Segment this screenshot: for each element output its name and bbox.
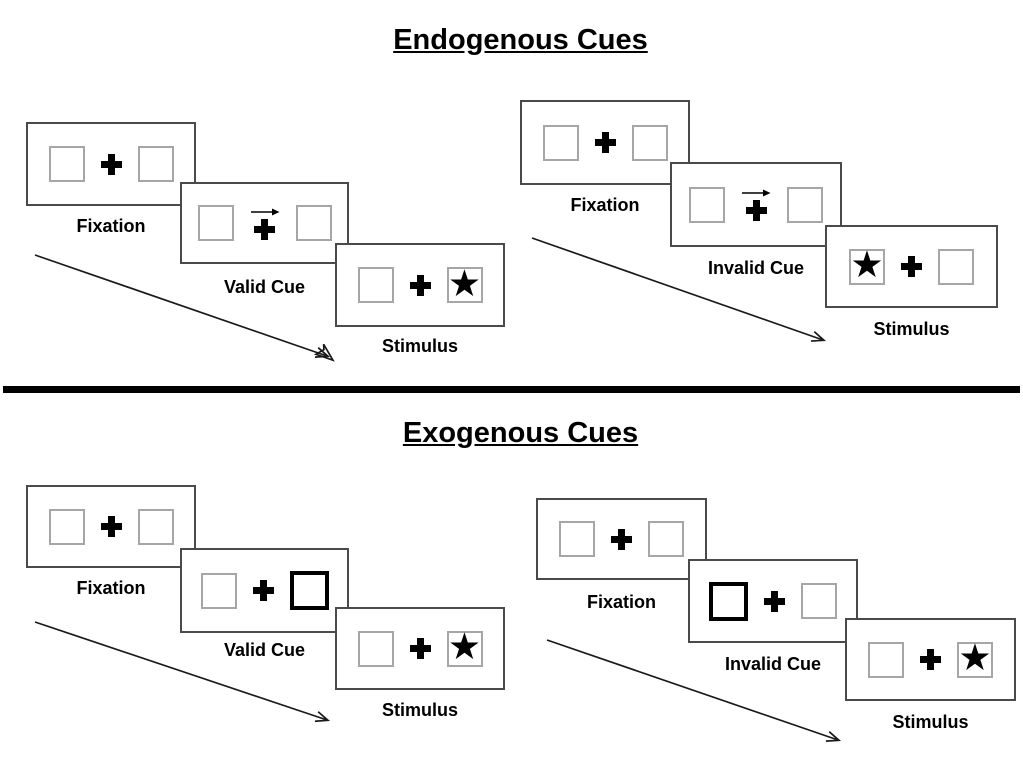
exogenous-valid-cue-panel bbox=[180, 548, 349, 633]
step-label: Fixation bbox=[76, 578, 146, 598]
endogenous-section-title: Endogenous Cues bbox=[393, 24, 648, 56]
trial-sequence-arrow bbox=[34, 254, 335, 362]
left-placeholder-box bbox=[357, 630, 394, 667]
cue-arrow-icon bbox=[250, 208, 279, 215]
step-label: Stimulus bbox=[381, 336, 458, 356]
fixation-cross-icon bbox=[920, 649, 941, 670]
right-target-box: ★ bbox=[957, 636, 993, 679]
step-label: Stimulus bbox=[873, 319, 950, 339]
endogenous-valid-fixation-panel bbox=[26, 122, 196, 206]
step-label: Valid Cue bbox=[223, 277, 306, 297]
right-target-box: ★ bbox=[446, 625, 483, 668]
fixation-cross-icon bbox=[745, 200, 767, 221]
exogenous-invalid-cue-panel bbox=[688, 559, 858, 643]
trial-sequence-arrow bbox=[531, 237, 827, 342]
fixation-cross-icon bbox=[409, 274, 431, 296]
left-placeholder-box bbox=[559, 521, 595, 557]
left-placeholder-box bbox=[200, 572, 237, 609]
step-label: Stimulus bbox=[892, 712, 969, 732]
exogenous-invalid-stimulus-panel: ★ bbox=[845, 618, 1016, 701]
fixation-cross-icon bbox=[611, 528, 632, 550]
exogenous-valid-stimulus-panel: ★ bbox=[335, 607, 505, 690]
right-placeholder-box bbox=[137, 508, 174, 545]
step-label: Fixation bbox=[570, 195, 640, 215]
right-target-box: ★ bbox=[446, 261, 483, 305]
left-placeholder-box bbox=[868, 641, 904, 678]
right-placeholder-box bbox=[648, 521, 684, 557]
right-placeholder-box bbox=[938, 248, 974, 285]
fixation-cross-icon bbox=[254, 218, 275, 240]
step-label: Fixation bbox=[76, 216, 146, 236]
step-label: Valid Cue bbox=[223, 640, 306, 660]
star-icon: ★ bbox=[958, 636, 992, 679]
left-placeholder-box bbox=[48, 146, 85, 182]
step-label: Invalid Cue bbox=[724, 654, 822, 674]
left-placeholder-box bbox=[542, 124, 579, 161]
section-divider bbox=[3, 386, 1020, 393]
right-placeholder-box bbox=[787, 186, 823, 223]
trial-sequence-arrow bbox=[34, 621, 331, 723]
fixation-cross-icon bbox=[100, 153, 122, 175]
right-highlighted-cue-box bbox=[289, 571, 329, 610]
exogenous-invalid-fixation-panel bbox=[536, 498, 707, 580]
left-highlighted-cue-box bbox=[709, 581, 748, 621]
fixation-cross-icon bbox=[100, 516, 122, 537]
fixation-cross-icon bbox=[252, 580, 274, 601]
trial-sequence-arrow bbox=[546, 639, 842, 742]
fixation-cross-icon bbox=[764, 590, 785, 612]
step-label: Fixation bbox=[586, 592, 656, 612]
right-placeholder-box bbox=[631, 124, 668, 161]
right-placeholder-box bbox=[801, 583, 837, 619]
endogenous-invalid-cue-panel bbox=[670, 162, 842, 247]
star-icon: ★ bbox=[447, 625, 482, 668]
exogenous-section-title: Exogenous Cues bbox=[402, 417, 639, 449]
step-label: Stimulus bbox=[381, 700, 458, 720]
fixation-cross-icon bbox=[594, 132, 616, 153]
left-placeholder-box bbox=[48, 508, 85, 545]
endogenous-valid-stimulus-panel: ★ bbox=[335, 243, 505, 327]
left-placeholder-box bbox=[689, 186, 725, 223]
fixation-cross-icon bbox=[901, 256, 922, 277]
fixation-cross-icon bbox=[409, 638, 431, 659]
endogenous-invalid-stimulus-panel: ★ bbox=[825, 225, 998, 308]
left-placeholder-box bbox=[197, 205, 234, 241]
exogenous-valid-fixation-panel bbox=[26, 485, 196, 568]
star-icon: ★ bbox=[850, 243, 884, 286]
step-label: Invalid Cue bbox=[707, 258, 805, 278]
cue-arrow-icon bbox=[742, 189, 771, 197]
right-placeholder-box bbox=[295, 205, 332, 241]
endogenous-invalid-fixation-panel bbox=[520, 100, 690, 185]
star-icon: ★ bbox=[447, 261, 482, 305]
endogenous-valid-cue-panel bbox=[180, 182, 349, 264]
left-target-box: ★ bbox=[849, 243, 885, 286]
right-placeholder-box bbox=[137, 146, 174, 182]
left-placeholder-box bbox=[357, 267, 394, 303]
